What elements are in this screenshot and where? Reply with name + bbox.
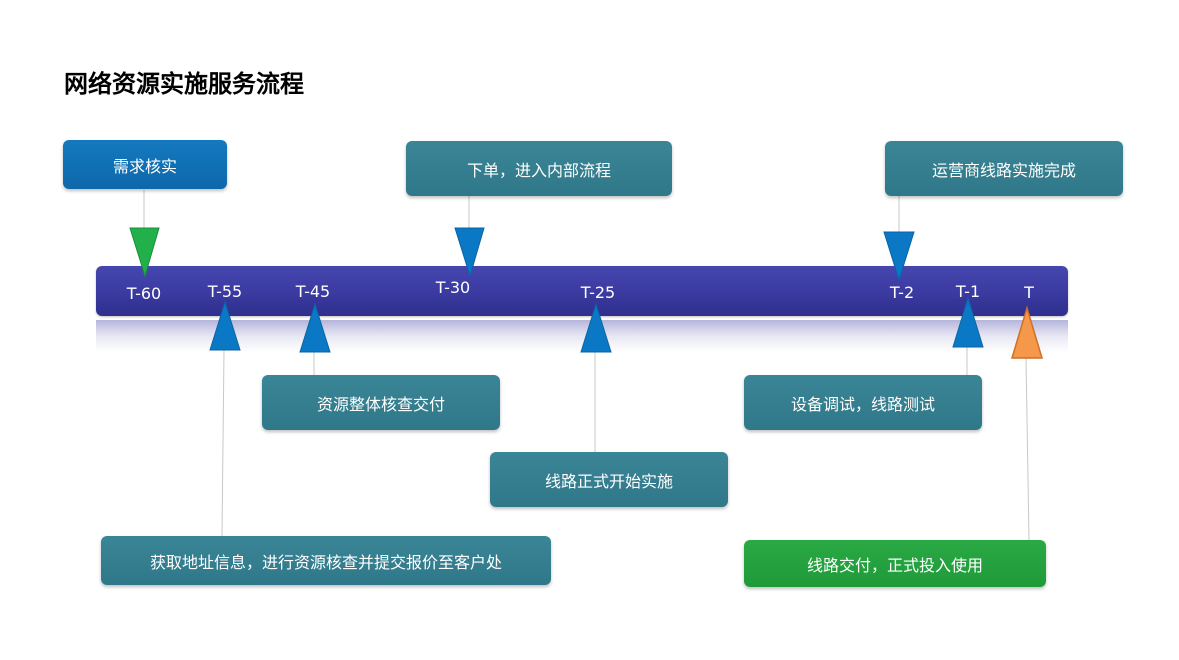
marker-up-t-45: [299, 302, 331, 353]
marker-down-t-2: [883, 231, 915, 282]
marker-up-t-55: [209, 300, 241, 351]
timeline-bar: [96, 266, 1068, 316]
step-get-address: 获取地址信息，进行资源核查并提交报价至客户处: [101, 536, 551, 585]
step-device-debug: 设备调试，线路测试: [744, 375, 982, 430]
tick-t-25: T-25: [580, 283, 616, 302]
marker-down-t-30: [454, 227, 485, 278]
step-line-delivery: 线路交付，正式投入使用: [744, 540, 1046, 587]
tick-t-2: T-2: [889, 283, 915, 302]
step-line-start: 线路正式开始实施: [490, 452, 728, 507]
marker-up-t-25: [580, 302, 612, 353]
connector-line: [1025, 357, 1030, 541]
tick-t-30: T-30: [435, 278, 471, 297]
page-title: 网络资源实施服务流程: [64, 70, 304, 98]
step-order-internal: 下单，进入内部流程: [406, 141, 672, 196]
marker-up-t-1: [952, 296, 984, 348]
marker-down-t-60: [129, 227, 160, 278]
tick-t-55: T-55: [207, 282, 243, 301]
tick-t-1: T-1: [955, 282, 981, 301]
tick-t-45: T-45: [295, 282, 331, 301]
tick-t: T: [1024, 283, 1034, 302]
step-demand-verify: 需求核实: [63, 140, 227, 189]
timeline-bar-reflection: [96, 320, 1068, 352]
tick-t-60: T-60: [126, 284, 162, 303]
connector-line: [221, 349, 225, 537]
marker-up-t: [1010, 305, 1044, 359]
step-carrier-complete: 运营商线路实施完成: [885, 141, 1123, 196]
step-resource-check: 资源整体核查交付: [262, 375, 500, 430]
